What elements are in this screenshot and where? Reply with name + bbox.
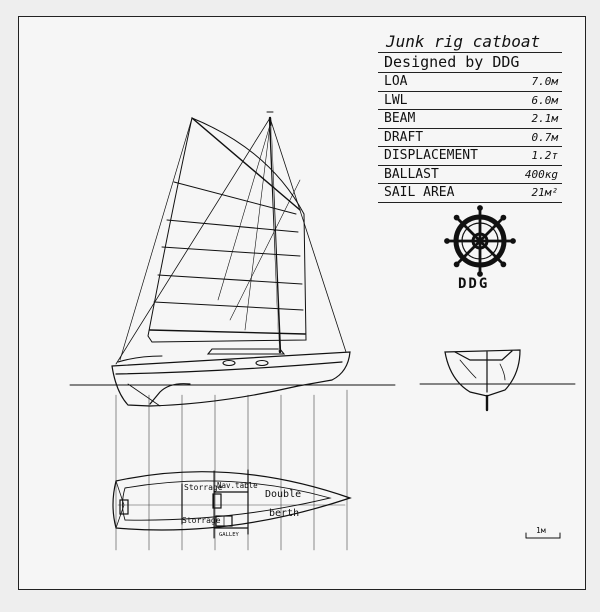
spec-label: BALLAST — [384, 166, 439, 182]
title-block: Junk rig catboat Designed by DDG LOA 7.0м… — [378, 32, 562, 203]
scale-bar — [525, 532, 561, 539]
hull-profile — [111, 351, 351, 407]
spec-label: DRAFT — [384, 129, 424, 145]
backstay — [269, 117, 347, 353]
designer-line: Designed by DDG — [378, 53, 562, 73]
berth-label-line1: Double — [265, 489, 301, 500]
nav-table-label: Nav.table — [217, 481, 258, 490]
spec-value: 2.1м — [531, 112, 559, 125]
spec-label: DISPLACEMENT — [384, 148, 478, 163]
spec-row: SAIL AREA 21м² — [378, 184, 562, 203]
cabin-top — [206, 348, 286, 367]
ships-wheel-icon — [444, 205, 516, 277]
spec-row: BEAM 2.1м — [378, 110, 562, 129]
drawing-frame — [18, 16, 586, 590]
drawing-title: Junk rig catboat — [378, 32, 562, 53]
spec-row: BALLAST 400кg — [378, 166, 562, 184]
spec-row: LWL 6.0м — [378, 92, 562, 110]
spec-value: 0.7м — [531, 130, 559, 144]
spec-value: 7.0м — [531, 75, 559, 88]
spec-row: DISPLACEMENT 1.2т — [378, 147, 562, 166]
storage-top-label: Storrage — [184, 483, 223, 492]
logo-text: DDG — [458, 276, 490, 292]
storage-bottom-label: Storrage — [182, 516, 221, 525]
junk-sail — [147, 117, 307, 343]
galley-label: GALLEY — [219, 532, 240, 538]
spec-value: 1.2т — [531, 149, 559, 162]
jib-line — [119, 117, 193, 361]
spec-row: LOA 7.0м — [378, 73, 562, 92]
spec-row: DRAFT 0.7м — [378, 129, 562, 147]
spec-label: SAIL AREA — [384, 185, 455, 200]
spec-value: 6.0м — [531, 93, 559, 107]
spec-value: 400кg — [524, 167, 558, 181]
hull-section — [444, 349, 521, 412]
spec-value: 21м² — [531, 186, 559, 199]
spec-label: LWL — [384, 92, 408, 108]
bowsprit-hook — [117, 355, 163, 363]
deck-plan — [112, 469, 352, 539]
station-lines — [115, 389, 348, 551]
forestay — [115, 117, 271, 365]
spec-label: BEAM — [384, 111, 416, 126]
berth-label-line2: berth — [269, 508, 299, 519]
spec-label: LOA — [384, 74, 408, 89]
scale-label: 1м — [536, 526, 546, 535]
